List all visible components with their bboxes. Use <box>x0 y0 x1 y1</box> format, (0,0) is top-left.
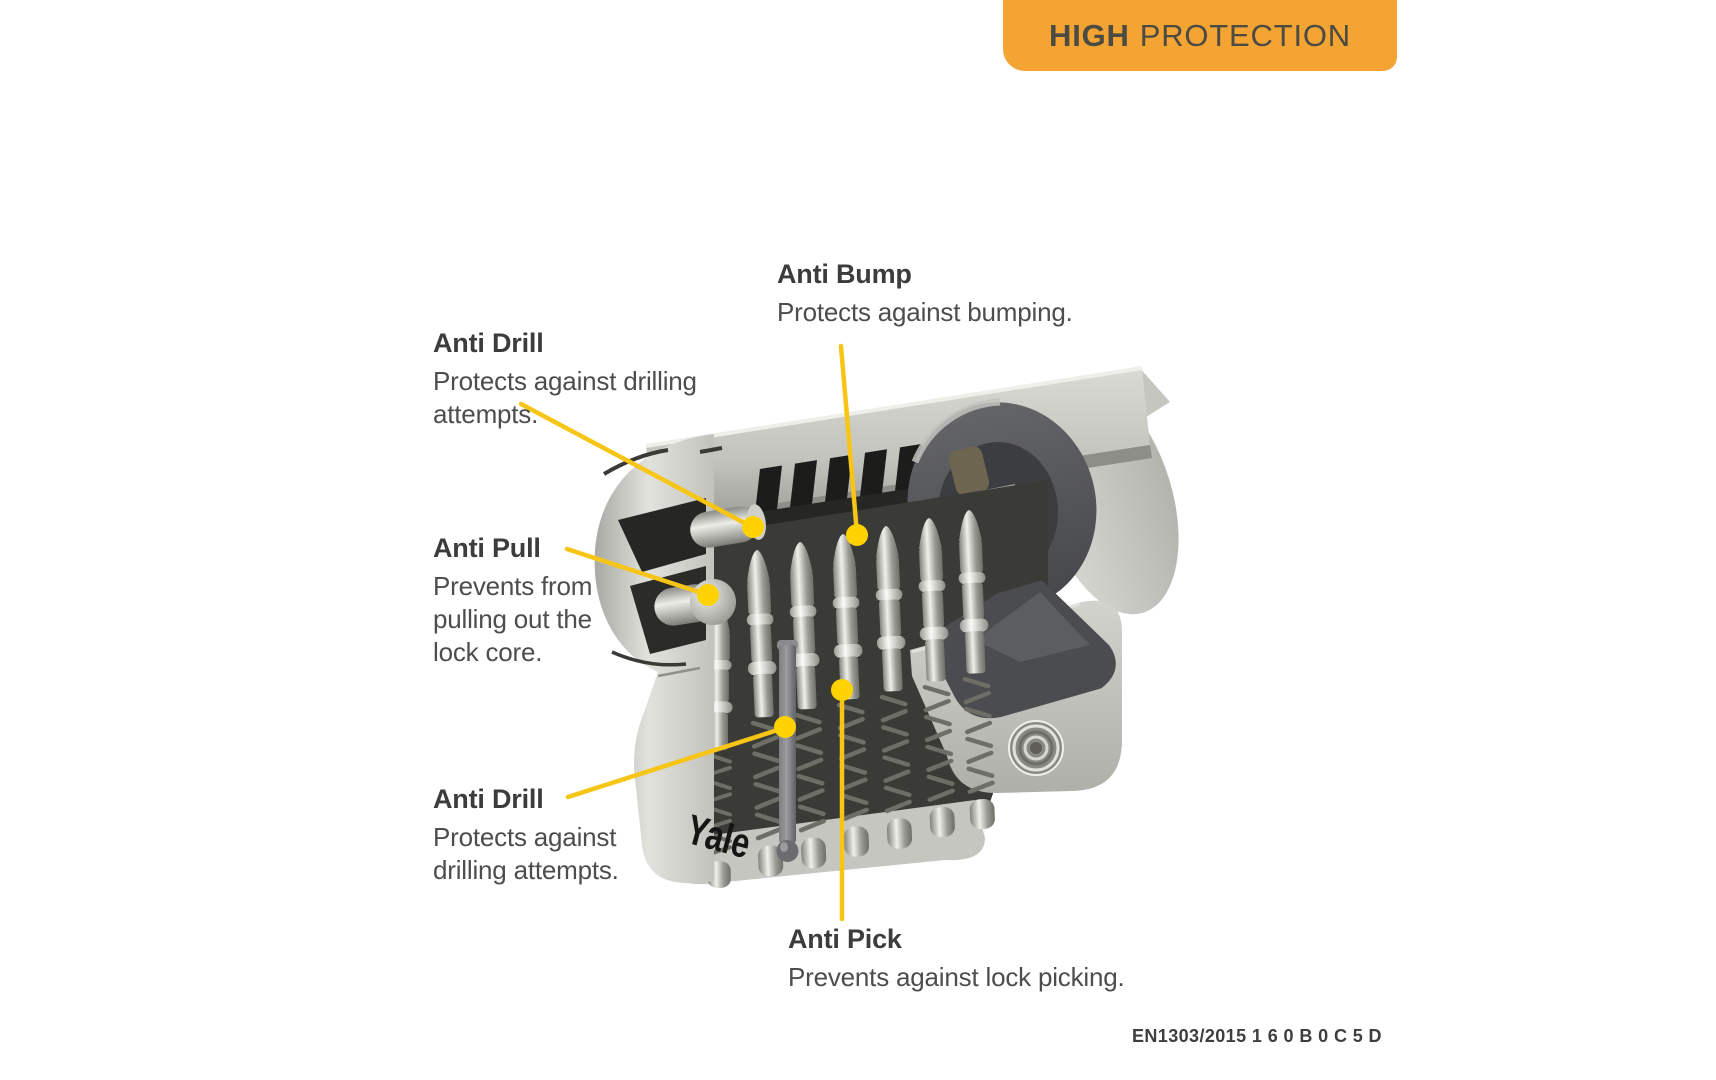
callout-text: Prevents from <box>433 571 593 601</box>
callout-line-anti-pull <box>564 546 711 598</box>
callout-anti-pull: Anti Pull Prevents from pulling out the … <box>433 532 592 669</box>
callout-lines <box>518 343 860 922</box>
callout-dot-anti-pull <box>697 584 719 606</box>
callout-text: drilling attempts. <box>433 855 619 885</box>
callout-text: attempts. <box>433 399 539 429</box>
callout-title: Anti Pull <box>433 533 541 563</box>
callout-anti-drill-bottom: Anti Drill Protects against drilling att… <box>433 783 619 887</box>
callout-text: lock core. <box>433 637 543 667</box>
callout-title: Anti Drill <box>433 784 544 814</box>
badge-level-text: HIGH <box>1049 17 1130 53</box>
callout-title: Anti Pick <box>788 924 902 954</box>
en-standard-code: EN1303/2015 1 6 0 B 0 C 5 D <box>1132 1026 1382 1046</box>
callout-line-anti-bump <box>838 343 860 537</box>
callout-dots <box>697 516 868 738</box>
protection-level-badge: HIGH PROTECTION <box>1003 0 1397 71</box>
threaded-hole <box>1008 720 1064 776</box>
callout-text: Protects against drilling <box>433 366 697 396</box>
callout-line-anti-drill-top <box>518 401 755 530</box>
callout-dot-anti-bump <box>846 524 868 546</box>
callout-text: Prevents against lock picking. <box>788 962 1125 992</box>
callout-anti-drill-top: Anti Drill Protects against drilling att… <box>433 327 697 431</box>
callout-text: Protects against <box>433 822 617 852</box>
face-upper-cut <box>618 498 706 572</box>
callout-title: Anti Drill <box>433 328 544 358</box>
callout-title: Anti Bump <box>777 259 912 289</box>
callout-text: Protects against bumping. <box>777 297 1073 327</box>
callout-text: pulling out the <box>433 604 592 634</box>
callout-anti-bump: Anti Bump Protects against bumping. <box>777 258 1073 329</box>
callout-dot-anti-pick <box>831 679 853 701</box>
badge-label-text: PROTECTION <box>1139 17 1351 53</box>
anti-drill-bar <box>776 640 799 862</box>
callout-dot-anti-drill-top <box>742 516 764 538</box>
callout-line-anti-drill-bottom <box>565 725 787 800</box>
callout-dot-anti-drill-bottom <box>774 716 796 738</box>
callout-anti-pick: Anti Pick Prevents against lock picking. <box>788 923 1125 994</box>
